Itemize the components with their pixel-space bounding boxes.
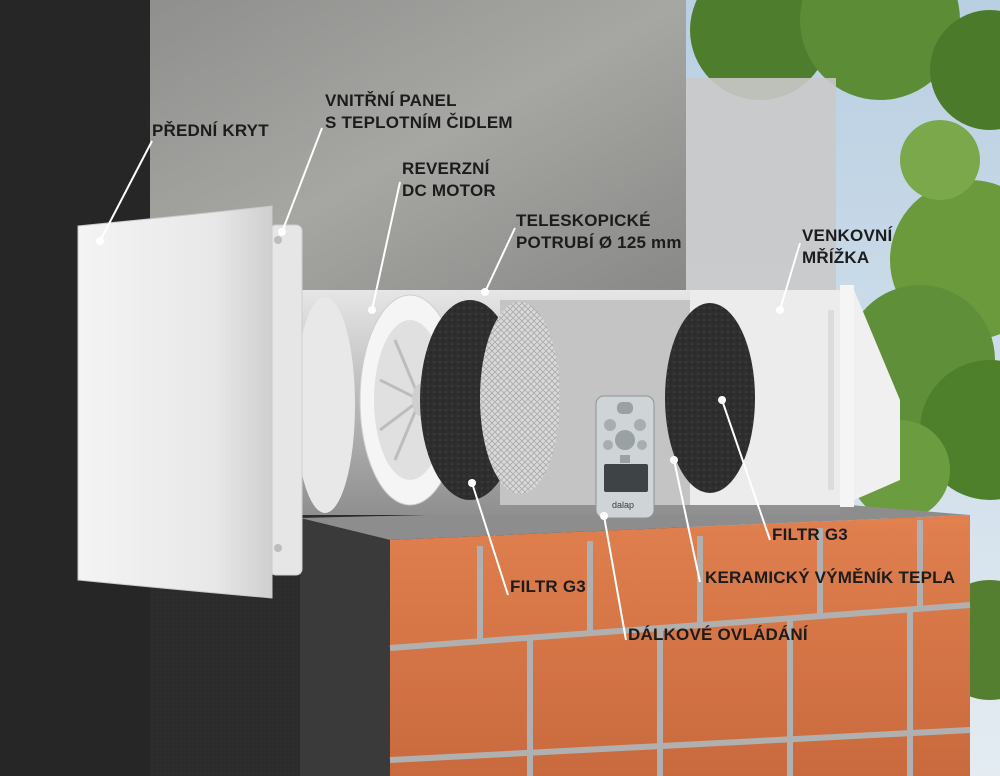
label-outdoor-grille: VENKOVNÍ MŘÍŽKA (802, 226, 893, 267)
ceramic-honeycomb (480, 302, 560, 494)
remote-brand: dalap (612, 500, 634, 510)
filter-right (665, 303, 755, 493)
remote-control: dalap (595, 395, 655, 519)
label-telescopic-pipe: TELESKOPICKÉ POTRUBÍ Ø 125 mm (516, 211, 682, 252)
brick-wall (390, 515, 970, 776)
label-remote-control: DÁLKOVÉ OVLÁDÁNÍ (628, 625, 808, 644)
label-reverse-motor: REVERZNÍ DC MOTOR (402, 159, 496, 200)
brick-wall-side (300, 518, 390, 776)
label-front-cover: PŘEDNÍ KRYT (152, 121, 269, 140)
leader-dots (96, 228, 784, 520)
label-filter-right: FILTR G3 (772, 525, 848, 544)
label-ceramic-exchanger: KERAMICKÝ VÝMĚNÍK TEPLA (705, 568, 956, 587)
concrete-wall-right (686, 78, 836, 294)
label-inner-panel: VNITŘNÍ PANEL S TEPLOTNÍM ČIDLEM (325, 91, 513, 132)
remote-button-top (617, 402, 633, 414)
label-filter-left: FILTR G3 (510, 577, 586, 596)
front-cover (77, 205, 303, 599)
leader-lines (99, 127, 801, 641)
